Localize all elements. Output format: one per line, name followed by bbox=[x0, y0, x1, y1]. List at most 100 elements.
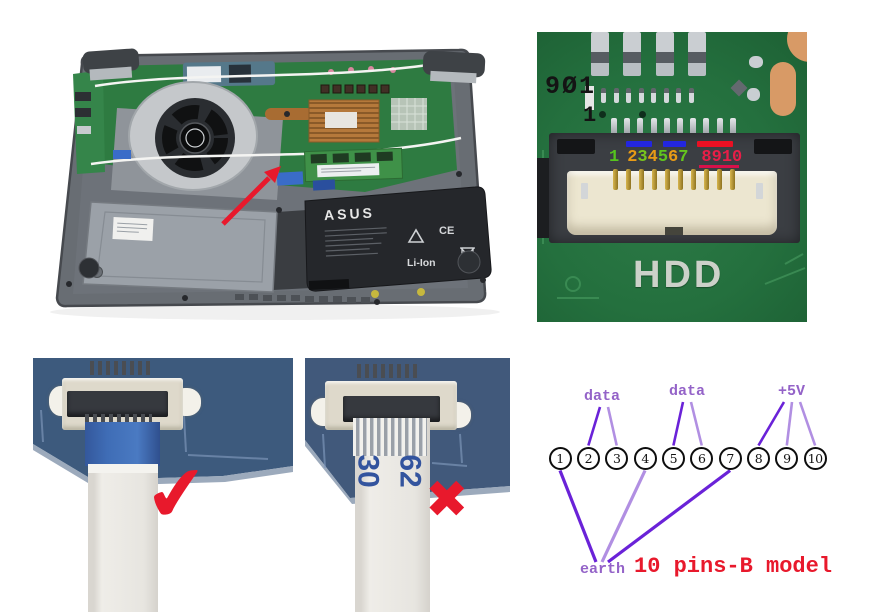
gold-pin bbox=[730, 169, 735, 190]
smd-part bbox=[585, 86, 594, 110]
silkscreen-label: 9Ø1 bbox=[545, 72, 597, 101]
capacitor-row bbox=[320, 84, 390, 94]
solder-blob bbox=[749, 56, 763, 68]
pin-number: 1 bbox=[721, 148, 733, 167]
antenna-wires bbox=[90, 60, 462, 166]
solder-lead bbox=[716, 118, 723, 135]
metal-tab bbox=[581, 183, 588, 199]
gold-pin bbox=[626, 169, 631, 190]
ffc-connector bbox=[549, 133, 800, 243]
pin-number: 6 bbox=[668, 148, 679, 167]
red-arrow-icon bbox=[221, 166, 281, 226]
pinout-line bbox=[785, 401, 794, 446]
pin-circle-7: 7 bbox=[718, 446, 742, 470]
actuator-notch bbox=[665, 227, 683, 235]
silkscreen-pin1-label: 1 bbox=[583, 103, 597, 128]
solder-lead bbox=[601, 88, 606, 103]
via bbox=[599, 111, 606, 118]
gold-pin bbox=[639, 169, 644, 190]
connector-pins bbox=[357, 364, 420, 378]
pin-group-bar bbox=[697, 141, 733, 147]
smd-component bbox=[623, 32, 641, 76]
plus5v-label: +5V bbox=[778, 383, 806, 400]
gold-pin bbox=[704, 169, 709, 190]
cpu-chip bbox=[391, 98, 427, 130]
connector-contacts bbox=[85, 414, 152, 422]
ribbon-digit: 30 bbox=[351, 454, 385, 488]
solder-lead bbox=[663, 118, 670, 135]
hdd-bay bbox=[82, 201, 278, 293]
pin-number: 3 bbox=[637, 148, 648, 167]
power-pins-underline bbox=[699, 165, 739, 168]
metal-tab bbox=[756, 183, 763, 199]
pin-circle-10: 10 bbox=[803, 446, 827, 470]
solder-lead bbox=[703, 118, 710, 135]
smd-component bbox=[591, 32, 609, 76]
ribbon-digit: 62 bbox=[393, 454, 427, 488]
ffc-cable bbox=[88, 464, 158, 612]
latch-slot bbox=[557, 139, 595, 154]
solder-lead bbox=[613, 88, 619, 103]
exposed-contacts bbox=[353, 418, 427, 456]
cable-fold bbox=[88, 464, 158, 473]
solder-lead bbox=[650, 118, 657, 135]
shadow bbox=[50, 304, 500, 320]
pin-circle-9: 9 bbox=[775, 446, 799, 470]
pinout-connection-lines bbox=[558, 401, 817, 564]
hinge-right bbox=[422, 50, 486, 84]
pin-circle-1: 1 bbox=[548, 446, 572, 470]
speakers bbox=[78, 250, 481, 279]
cable-correct-photo: ✔ bbox=[33, 358, 293, 612]
data-label-2: data bbox=[669, 383, 706, 400]
recycle-icon bbox=[407, 228, 425, 243]
solder-lead bbox=[676, 88, 681, 103]
earth-label: earth bbox=[580, 561, 626, 578]
pin-circle-6: 6 bbox=[690, 446, 714, 470]
pin-circle-3: 3 bbox=[605, 446, 629, 470]
pinout-line bbox=[689, 401, 704, 446]
cooling-fan bbox=[128, 81, 258, 191]
pin-group-bar bbox=[626, 141, 652, 147]
solder-lead bbox=[688, 88, 694, 103]
hdd-silkscreen-text: HDD bbox=[633, 254, 725, 296]
pinout-line bbox=[757, 401, 786, 447]
pin-number: 7 bbox=[678, 148, 689, 167]
pin-number: 9 bbox=[711, 148, 722, 167]
pin-number: 0 bbox=[732, 148, 743, 167]
pinout-line bbox=[672, 401, 685, 446]
battery-chemistry: Li-Ion bbox=[407, 257, 436, 269]
solder-lead bbox=[626, 88, 631, 103]
ce-mark: CE bbox=[439, 225, 454, 237]
solder-lead bbox=[638, 88, 644, 103]
gold-pin bbox=[652, 169, 657, 190]
connector-body bbox=[67, 391, 168, 417]
cable-wrong-photo: 30 62 ✖ bbox=[305, 358, 510, 612]
via bbox=[639, 111, 646, 118]
latch-slot bbox=[754, 139, 792, 154]
connector-body bbox=[343, 396, 440, 422]
solder-blob bbox=[747, 88, 760, 101]
solder-lead bbox=[611, 118, 617, 135]
data-label-1: data bbox=[584, 388, 621, 405]
gold-pin bbox=[717, 169, 722, 190]
pin-circle-5: 5 bbox=[661, 446, 685, 470]
gold-pin bbox=[613, 169, 618, 190]
pin-circle-8: 8 bbox=[746, 446, 770, 470]
pin-number: 4 bbox=[647, 148, 658, 167]
pinout-line bbox=[606, 406, 618, 446]
check-mark-icon: ✔ bbox=[140, 445, 214, 542]
pin-circle-2: 2 bbox=[576, 446, 600, 470]
screw-labels bbox=[371, 288, 425, 298]
solder-lead bbox=[677, 118, 683, 135]
pinout-line bbox=[558, 469, 598, 563]
gold-pin bbox=[665, 169, 670, 190]
pin-number: 2 bbox=[627, 148, 638, 167]
pinout-line bbox=[607, 469, 732, 564]
smd-component bbox=[688, 32, 706, 76]
solder-lead bbox=[663, 88, 669, 103]
battery-brand: ASUS bbox=[324, 204, 376, 223]
